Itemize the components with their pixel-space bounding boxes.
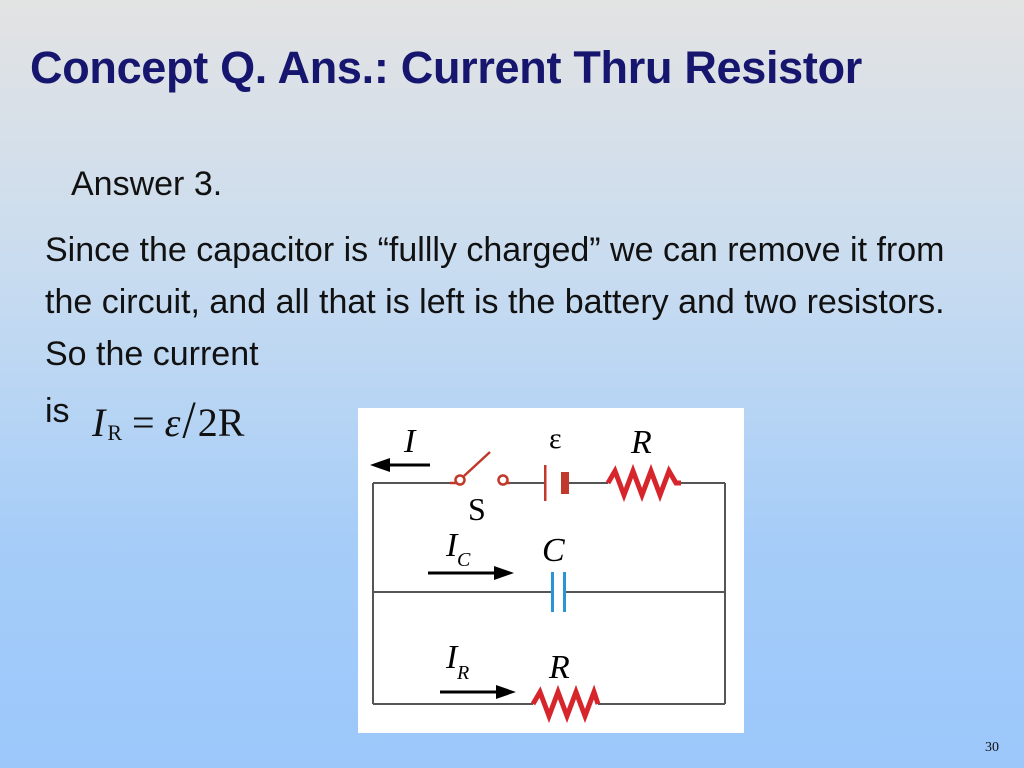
resistor-top-symbol	[605, 463, 681, 503]
formula-equals: =	[132, 400, 155, 445]
is-label: is	[45, 392, 70, 430]
label-current: I	[403, 423, 417, 460]
circuit-wires	[372, 482, 726, 705]
arrow-current-top	[370, 458, 430, 472]
page-number: 30	[985, 740, 999, 755]
resistor-bottom-symbol	[530, 684, 601, 724]
label-resistor-bottom: R	[548, 649, 570, 686]
formula-emf: ε	[164, 400, 181, 445]
label-current-r: I	[445, 639, 459, 676]
explanation-text: Since the capacitor is “fullly charged” …	[45, 231, 945, 373]
circuit-diagram: I ε R S I C C I R R	[358, 408, 744, 733]
label-switch: S	[468, 491, 486, 527]
circuit-svg: I ε R S I C C I R R	[370, 422, 726, 724]
arrow-current-resistor	[440, 685, 516, 699]
label-emf: ε	[549, 422, 562, 455]
formula-denominator: 2R	[197, 400, 245, 445]
current-formula: IR = ε/2R	[92, 391, 245, 450]
arrow-current-capacitor	[428, 566, 514, 580]
formula-slash: /	[182, 391, 196, 450]
label-current-r-sub: R	[456, 662, 469, 684]
label-capacitor: C	[542, 532, 565, 569]
answer-text: Answer 3.	[71, 165, 223, 203]
capacitor-symbol	[551, 572, 566, 612]
label-current-c: I	[445, 527, 459, 564]
label-resistor-top: R	[630, 424, 652, 461]
formula-symbol: I	[92, 400, 106, 445]
switch-symbol	[450, 451, 510, 486]
battery-symbol	[544, 465, 569, 501]
formula-subscript: R	[107, 420, 123, 445]
label-current-c-sub: C	[457, 549, 471, 571]
slide-title: Concept Q. Ans.: Current Thru Resistor	[30, 42, 862, 93]
